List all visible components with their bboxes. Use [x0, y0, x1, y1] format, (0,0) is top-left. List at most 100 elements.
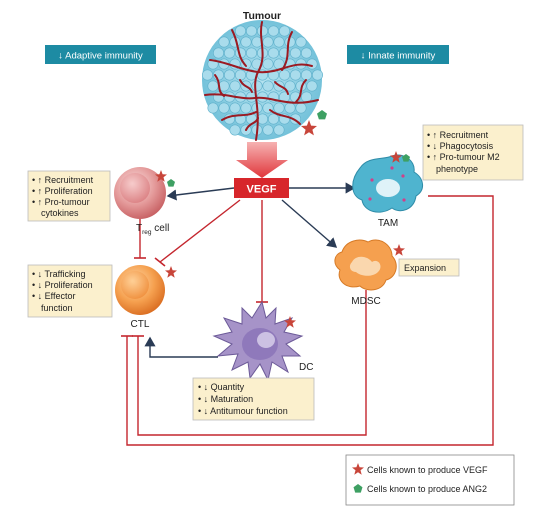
vegf-to-treg-arrow	[166, 187, 235, 201]
note-line: • ↓ Trafficking	[32, 269, 86, 279]
vegf-star-marker	[301, 120, 317, 136]
tumour-cell	[284, 80, 296, 92]
note-line: • ↑ Proliferation	[32, 186, 93, 196]
note-line: cytokines	[41, 208, 79, 218]
tam-inhibits-ctl	[126, 195, 494, 446]
ctl-label: CTL	[131, 319, 150, 330]
tumour-cell	[300, 47, 312, 59]
tumour-cell	[278, 69, 290, 81]
tumour-cell	[267, 113, 279, 125]
mdsc-inhibits-ctl	[137, 290, 367, 436]
tumour-cell	[284, 102, 296, 114]
svg-text:• ↓ Trafficking • ↓ Prol: • ↓ Trafficking • ↓ Proliferation • ↓ Ef…	[32, 269, 95, 313]
tumour-cell	[295, 102, 307, 114]
tumour-cell	[240, 102, 252, 114]
tumour-cell	[273, 102, 285, 114]
vegf-label: VEGF	[247, 184, 277, 196]
mdsc-cell: MDSC	[334, 239, 405, 307]
note-line: phenotype	[436, 164, 478, 174]
tumour-cell	[273, 36, 285, 48]
legend-star-icon	[352, 463, 364, 475]
note-line: • ↑ Recruitment	[32, 175, 94, 185]
tumour-cell	[207, 102, 219, 114]
tumour-cell	[306, 80, 318, 92]
svg-text:• ↓ Quantity • ↓ Maturat: • ↓ Quantity • ↓ Maturation • ↓ Antitumo…	[198, 382, 288, 416]
tumour-cell	[246, 47, 258, 59]
tumour-blood-vessels	[204, 21, 319, 141]
tam-cell: TAM	[352, 151, 423, 229]
tumour-cell	[300, 91, 312, 103]
tumour-cell	[311, 69, 323, 81]
legend-vegf-label: Cells known to produce VEGF	[367, 465, 488, 475]
tumour-cell	[235, 69, 247, 81]
note-line: • ↓ Phagocytosis	[427, 141, 494, 151]
tumour-to-vegf-arrow	[236, 142, 288, 178]
legend-pentagon-icon	[353, 484, 363, 493]
mdsc-note: Expansion	[404, 263, 446, 273]
tumour-cell	[202, 69, 214, 81]
tumour-cell	[267, 47, 279, 59]
treg-notes-box: • ↑ Recruitment • ↑ Proliferation • ↑ Pr…	[27, 170, 111, 222]
vegf-inhibits-ctl	[159, 199, 241, 263]
note-line: function	[41, 303, 73, 313]
legend-ang2-label: Cells known to produce ANG2	[367, 484, 487, 494]
treg-label: Treg cell	[136, 223, 169, 236]
tumour-cell	[289, 69, 301, 81]
innate-immunity-label: ↓ Innate immunity	[361, 51, 436, 62]
tumour-cell	[218, 36, 230, 48]
tumour-cell	[251, 80, 263, 92]
svg-text:• ↑ Recruitment • ↑ Prol: • ↑ Recruitment • ↑ Proliferation • ↑ Pr…	[32, 175, 96, 218]
connections	[121, 182, 494, 446]
note-line: • ↓ Proliferation	[32, 280, 93, 290]
tumour-cell	[262, 36, 274, 48]
tumour-cell	[273, 124, 285, 136]
tumour-cell	[229, 102, 241, 114]
tumour-cell	[295, 36, 307, 48]
adaptive-immunity-label: ↓ Adaptive immunity	[58, 51, 143, 62]
dc-to-ctl-arrow	[144, 336, 218, 358]
ctl-notes-box: • ↓ Trafficking • ↓ Proliferation • ↓ Ef…	[27, 264, 113, 318]
ctl-cell: CTL	[115, 265, 177, 330]
tumour-cell	[224, 69, 236, 81]
tumour-cell	[229, 124, 241, 136]
svg-text:• ↑ Recruitment • ↓ Phag: • ↑ Recruitment • ↓ Phagocytosis • ↑ Pro…	[427, 130, 502, 174]
mdsc-label: MDSC	[351, 296, 380, 307]
tumour-cell	[218, 102, 230, 114]
innate-immunity-banner: ↓ Innate immunity	[347, 45, 449, 64]
tam-notes-box: • ↑ Recruitment • ↓ Phagocytosis • ↑ Pro…	[422, 124, 524, 181]
dc-cell: DC	[212, 300, 313, 382]
dc-notes-box: • ↓ Quantity • ↓ Maturation • ↓ Antitumo…	[192, 377, 315, 421]
tumour-cell	[207, 80, 219, 92]
tumour-cell	[213, 47, 225, 59]
note-line: • ↓ Effector	[32, 291, 76, 301]
tumour-cell	[235, 25, 247, 37]
tumour-cell	[306, 58, 318, 70]
tumour-cell	[289, 47, 301, 59]
note-line: • ↑ Pro-tumour	[32, 197, 90, 207]
tumour-cell	[246, 25, 258, 37]
tumour-cell	[240, 36, 252, 48]
treg-cell: Treg cell	[114, 167, 175, 236]
tumour-cell	[300, 69, 312, 81]
note-line: • ↑ Recruitment	[427, 130, 489, 140]
ang2-pentagon-marker	[317, 110, 327, 120]
note-line: • ↓ Antitumour function	[198, 406, 288, 416]
tumour-cell	[262, 80, 274, 92]
dc-label: DC	[299, 362, 313, 373]
tumour-cell	[224, 47, 236, 59]
tumour-cell	[229, 80, 241, 92]
note-line: • ↓ Maturation	[198, 394, 253, 404]
legend: Cells known to produce VEGF Cells known …	[345, 454, 515, 506]
mdsc-notes-box: Expansion	[398, 258, 460, 277]
tam-label: TAM	[378, 218, 398, 229]
tumour-cell	[278, 25, 290, 37]
tumour-cell	[262, 58, 274, 70]
tumour-cell	[262, 124, 274, 136]
tumour-cell	[256, 113, 268, 125]
vegf-box: VEGF	[234, 178, 289, 198]
note-line: • ↓ Quantity	[198, 382, 245, 392]
vegf-to-mdsc-arrow	[281, 199, 338, 248]
tumour-cell	[267, 25, 279, 37]
tumour-title: Tumour	[243, 10, 281, 22]
